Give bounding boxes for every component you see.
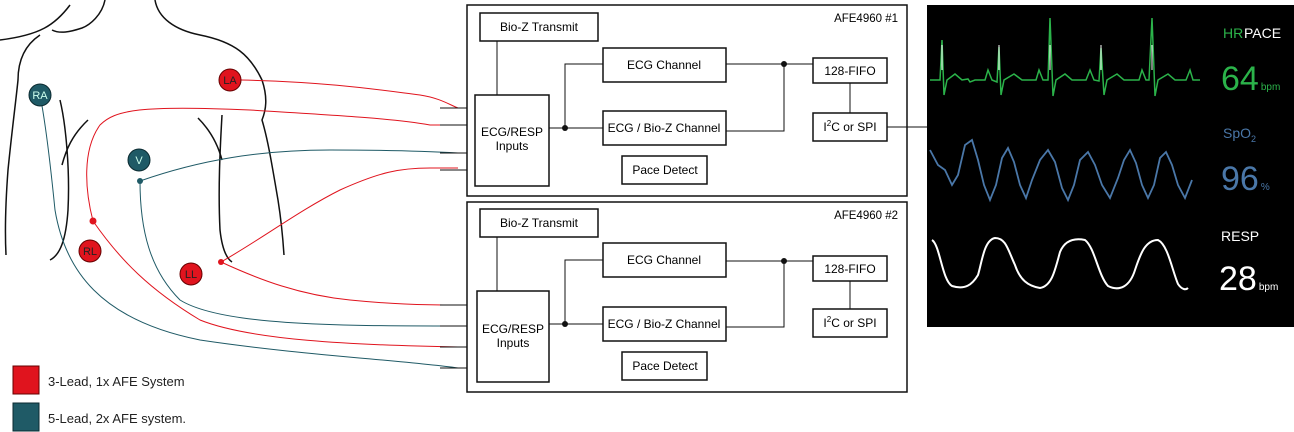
hr-label: HR: [1223, 25, 1243, 41]
pace-markers: [941, 45, 1153, 70]
afe1-ecg-channel-box: [602, 47, 727, 83]
afe2-ecg-channel-label: ECG Channel: [627, 253, 701, 267]
svg-text:LA: LA: [223, 75, 237, 87]
ll-wire-b: [220, 261, 459, 306]
v-wire-a: [139, 149, 459, 182]
afe1-ecg-bioz-label: ECG / Bio-Z Channel: [608, 121, 721, 135]
afe1-connections: [496, 41, 930, 132]
resp-waveform: [931, 236, 1189, 291]
v-wire-b: [139, 180, 459, 327]
ra-wire: [39, 94, 459, 369]
afe1-pace-detect-label: Pace Detect: [632, 163, 698, 177]
afe2-ecg-bioz-box: [602, 306, 727, 342]
afe2-title: AFE4960 #2: [834, 210, 898, 222]
afe1-node-dot: [562, 125, 568, 131]
afe1-inputs-box: [474, 94, 550, 187]
afe1-merge-dot: [781, 61, 787, 67]
afe2-iface-label: I2C or SPI: [823, 315, 876, 330]
afe1-bioz-transmit-box: [479, 12, 599, 42]
electrode-rl: RL: [78, 239, 102, 263]
afe2-block: [466, 201, 908, 393]
afe2-ecg-bioz-label: ECG / Bio-Z Channel: [608, 317, 721, 331]
afe2-bioz-transmit-label: Bio-Z Transmit: [500, 216, 579, 230]
afe2-iface-box: [812, 308, 888, 338]
electrode-ll: LL: [179, 262, 203, 286]
electrode-v: V: [127, 148, 151, 172]
afe2-fifo-label: 128-FIFO: [824, 262, 875, 276]
afe1-ecg-channel-label: ECG Channel: [627, 58, 701, 72]
afe2-merge-dot: [781, 258, 787, 264]
svg-text:RL: RL: [83, 246, 97, 258]
v-junction-dot: [137, 178, 143, 184]
afe2-pace-detect-box: [621, 351, 708, 381]
afe2-inputs-label-2: Inputs: [497, 336, 530, 350]
spo2-value: 96%: [1221, 160, 1270, 198]
rl-wire-a: [86, 107, 458, 222]
ll-wire-a: [220, 167, 458, 263]
svg-text:V: V: [135, 155, 143, 167]
ll-junction-dot: [218, 259, 224, 265]
svg-text:RA: RA: [32, 90, 48, 102]
afe2-inputs-label-1: ECG/RESP: [482, 322, 544, 336]
lead3-wires: [86, 79, 459, 348]
afe2-pace-detect-label: Pace Detect: [632, 359, 698, 373]
afe1-iface-label: I2C or SPI: [823, 119, 876, 134]
rl-wire-b: [92, 220, 459, 348]
lead5-wires: [39, 94, 459, 369]
afe2-bioz-transmit-box: [479, 208, 599, 238]
afe1-pace-detect-box: [621, 155, 708, 185]
svg-text:LL: LL: [185, 269, 197, 281]
torso-outline: [0, 0, 285, 263]
afe2-inputs-box: [476, 290, 550, 383]
ecg-waveform: [930, 17, 1200, 97]
pace-label: PACE: [1244, 25, 1281, 41]
la-wire: [240, 79, 459, 109]
afe1-title: AFE4960 #1: [834, 13, 898, 25]
afe1-fifo-label: 128-FIFO: [824, 64, 875, 78]
afe2-ecg-channel-box: [602, 242, 727, 278]
monitor-screen: [927, 5, 1294, 327]
rl-junction-dot: [89, 217, 97, 225]
electrode-la: LA: [218, 68, 242, 92]
electrode-ra: RA: [28, 83, 52, 107]
spo2-label: SpO2: [1223, 125, 1256, 144]
afe2-node-dot: [562, 321, 568, 327]
afe1-inputs-label-2: Inputs: [496, 139, 529, 153]
afe1-block: [466, 4, 908, 197]
resp-label: RESP: [1221, 228, 1259, 244]
legend-swatch-3lead: [12, 365, 40, 395]
legend-label-5lead: 5-Lead, 2x AFE system.: [48, 411, 186, 426]
legend: 3-Lead, 1x AFE System 5-Lead, 2x AFE sys…: [12, 365, 186, 432]
afe1-inputs-label-1: ECG/RESP: [481, 125, 543, 139]
spo2-waveform: [929, 138, 1193, 203]
legend-label-3lead: 3-Lead, 1x AFE System: [48, 374, 185, 389]
afe2-connections: [496, 237, 851, 328]
afe1-ecg-bioz-box: [602, 110, 727, 146]
legend-swatch-5lead: [12, 402, 40, 432]
afe1-bioz-transmit-label: Bio-Z Transmit: [500, 20, 579, 34]
